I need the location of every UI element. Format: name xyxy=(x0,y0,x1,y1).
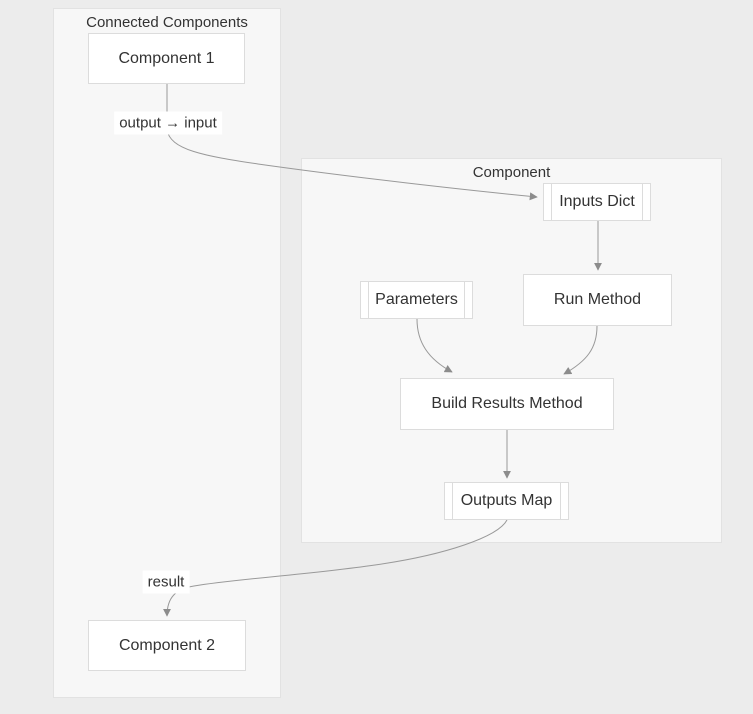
node-component-1: Component 1 xyxy=(88,33,245,84)
node-build-results-method-label: Build Results Method xyxy=(431,395,583,412)
node-component-1-label: Component 1 xyxy=(118,49,215,67)
edge-label-result: result xyxy=(142,570,190,594)
node-parameters-label: Parameters xyxy=(375,291,458,308)
edge-label-output-input: output → input xyxy=(114,111,222,135)
node-component-2-label: Component 2 xyxy=(118,636,216,654)
cluster-connected-components-title: Connected Components xyxy=(86,14,248,31)
node-run-method: Run Method xyxy=(523,274,672,326)
node-run-method-label: Run Method xyxy=(553,291,642,308)
node-build-results-method: Build Results Method xyxy=(400,378,614,430)
node-parameters: Parameters xyxy=(360,281,473,319)
node-outputs-map: Outputs Map xyxy=(444,482,569,520)
node-component-2: Component 2 xyxy=(88,620,246,671)
cluster-component-title: Component xyxy=(472,164,551,181)
node-inputs-dict: Inputs Dict xyxy=(543,183,651,221)
node-inputs-dict-label: Inputs Dict xyxy=(559,193,635,210)
node-outputs-map-label: Outputs Map xyxy=(460,492,553,509)
